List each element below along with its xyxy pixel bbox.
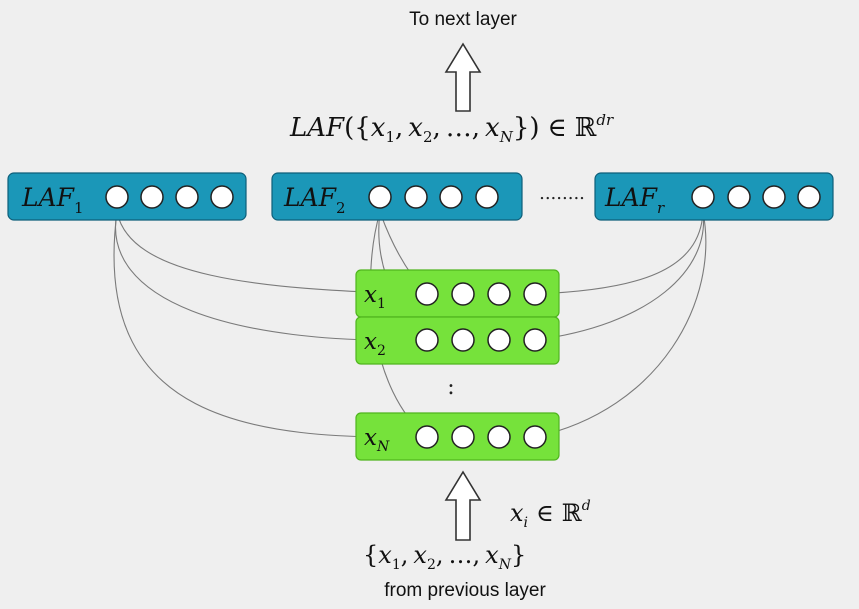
laf-2-sub: 2 xyxy=(336,199,346,217)
laf-r-node xyxy=(762,185,786,209)
laf-2-node xyxy=(475,185,499,209)
xN-node xyxy=(487,425,511,449)
laf-2-node xyxy=(404,185,428,209)
x1-node xyxy=(415,282,439,306)
laf-2-node xyxy=(439,185,463,209)
up-arrow-top xyxy=(444,42,482,112)
x1-node xyxy=(487,282,511,306)
svg-text:x2: x2 xyxy=(364,329,386,359)
xN-node xyxy=(523,425,547,449)
svg-text:LAF2: LAF2 xyxy=(283,183,346,217)
up-arrow-bottom xyxy=(444,470,482,541)
laf-2-name: LAF xyxy=(283,183,338,212)
laf-block-1: LAF1 xyxy=(7,172,247,221)
laf-r-node xyxy=(691,185,715,209)
x1-node xyxy=(451,282,475,306)
laf-1-node xyxy=(105,185,129,209)
xN-node xyxy=(451,425,475,449)
edge-x2-to-lafr xyxy=(534,211,708,341)
svg-text:LAF1: LAF1 xyxy=(21,183,84,217)
svg-text:xN: xN xyxy=(364,425,390,455)
input-gap-dots: : xyxy=(447,375,454,400)
output-formula: LAF({x1,x2,…,xN})∈ℝdr xyxy=(289,111,614,146)
from-previous-layer-label: from previous layer xyxy=(384,580,546,601)
laf-1-sub: 1 xyxy=(74,199,84,217)
x2-node xyxy=(523,328,547,352)
laf-block-2: LAF2 xyxy=(271,172,523,221)
edge-x2-to-laf1 xyxy=(111,211,428,341)
laf-1-node xyxy=(140,185,164,209)
laf-r-name: LAF xyxy=(604,183,659,212)
x2-node xyxy=(451,328,475,352)
to-next-layer-label: To next layer xyxy=(409,9,517,30)
laf-2-node xyxy=(368,185,392,209)
input-block-x1: x1 xyxy=(355,269,560,318)
laf-r-node xyxy=(727,185,751,209)
x2-node xyxy=(487,328,511,352)
input-set: {x1,x2,…,xN} xyxy=(363,541,526,573)
laf-1-node xyxy=(210,185,234,209)
laf-r-node xyxy=(797,185,821,209)
xi-in-rd: xi∈ℝd xyxy=(510,498,591,531)
x2-node xyxy=(415,328,439,352)
input-block-x2: x2 xyxy=(355,316,560,365)
input-block-xN: xN xyxy=(355,412,560,461)
svg-text:x1: x1 xyxy=(364,282,386,312)
laf-1-node xyxy=(175,185,199,209)
edge-xN-to-laf1 xyxy=(112,211,428,438)
laf-1-name: LAF xyxy=(21,183,76,212)
x1-node xyxy=(523,282,547,306)
laf-r-sub: r xyxy=(657,199,665,217)
edge-xN-to-lafr xyxy=(534,211,709,438)
edge-x1-to-lafr xyxy=(534,211,707,295)
laf-block-r: LAFr xyxy=(594,172,834,221)
laf-gap-dots: ........ xyxy=(539,183,585,204)
xN-node xyxy=(415,425,439,449)
svg-text:LAFr: LAFr xyxy=(604,183,665,217)
